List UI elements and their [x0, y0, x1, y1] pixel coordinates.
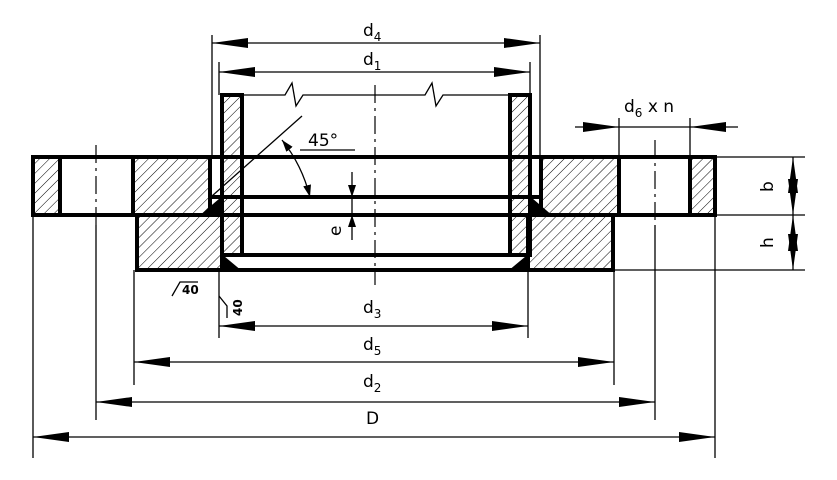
- flange-right-inner-section: [539, 155, 621, 217]
- upper-flange: [31, 155, 717, 217]
- chamfer-extension-line: [211, 115, 303, 197]
- weld-symbol-left: [171, 281, 198, 297]
- label-e: e: [326, 226, 346, 236]
- pipe-wall-right: [508, 93, 532, 257]
- flange-left-outer-section: [31, 155, 62, 217]
- label-d1: d1: [363, 50, 381, 73]
- weld-lower-left: [221, 253, 242, 271]
- label-b: b: [758, 181, 778, 192]
- label-weld-inner: 40: [231, 299, 245, 316]
- flange-right-outer-section: [688, 155, 717, 217]
- pipe-break-line: [242, 81, 510, 108]
- label-d3: d3: [363, 298, 381, 321]
- label-D: D: [366, 409, 379, 429]
- flange-left-inner-section: [131, 155, 212, 217]
- collar-left-section: [135, 213, 224, 272]
- welds: [199, 195, 553, 271]
- weld-upper-left: [199, 195, 223, 216]
- pipe-wall-left: [220, 93, 244, 257]
- label-d4: d4: [363, 21, 381, 44]
- label-d5: d5: [363, 335, 381, 358]
- pipe: [220, 81, 532, 257]
- angle-arc: [281, 139, 311, 198]
- label-d6-x-n: d6 x n: [624, 97, 674, 120]
- collar-right-section: [526, 213, 615, 272]
- label-d2: d2: [363, 372, 381, 395]
- weld-upper-right: [529, 195, 553, 216]
- weld-lower-right: [508, 253, 529, 271]
- center-lines: [95, 85, 656, 285]
- labels: d4 d1 d3 d5 d2 D d6 x n b h e 45° 40 40: [182, 21, 778, 429]
- weld-symbol-inner: [218, 295, 228, 318]
- label-angle: 45°: [308, 131, 338, 151]
- label-h: h: [758, 237, 778, 248]
- dimension-lines: [33, 37, 798, 442]
- label-weld-left: 40: [182, 283, 199, 297]
